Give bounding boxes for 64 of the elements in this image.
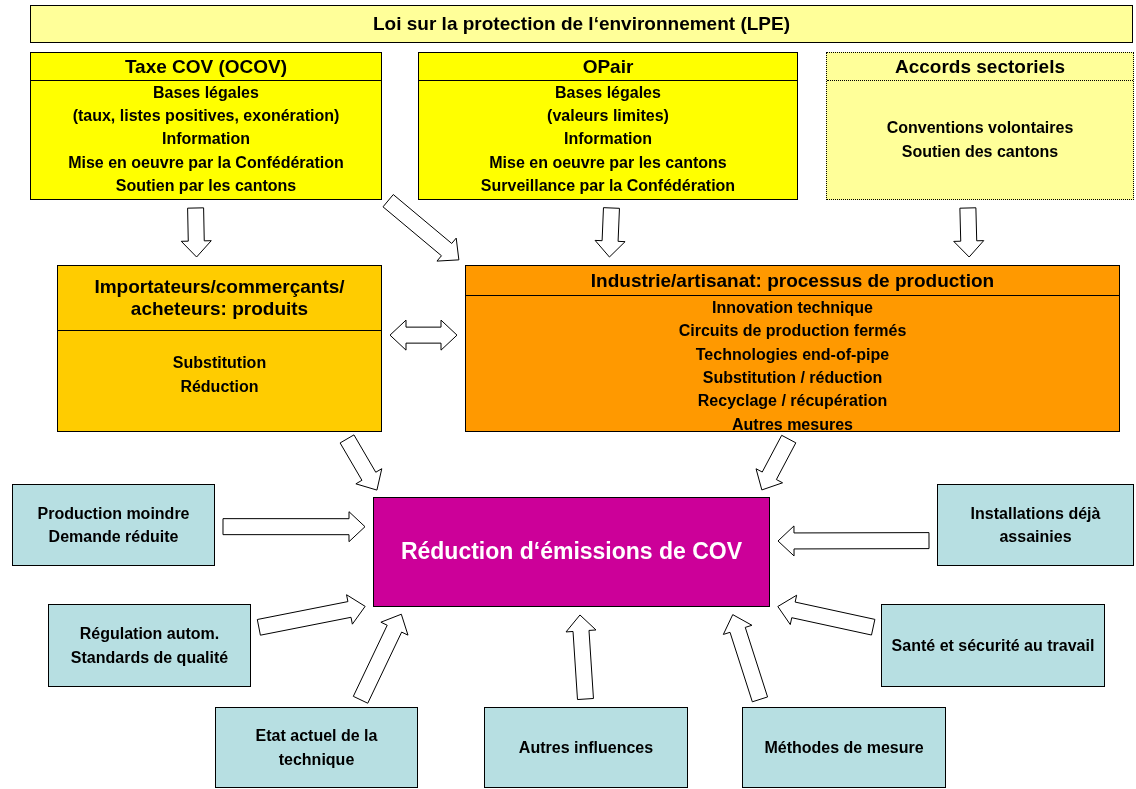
measure-box xyxy=(826,52,1134,200)
measure-box xyxy=(30,52,382,200)
box-heading: Industrie/artisanat: processus de production xyxy=(590,269,995,292)
factor-box xyxy=(12,484,215,566)
banner-title: Loi sur la protection de l‘environnement (LPE) xyxy=(373,12,790,36)
block-arrow xyxy=(222,511,366,543)
block-arrow xyxy=(180,207,212,258)
block-arrow xyxy=(722,614,769,703)
block-arrow xyxy=(777,594,876,636)
box-text: Autres mesures xyxy=(732,414,853,435)
box-text: (valeurs limites) xyxy=(547,106,669,127)
box-text: Mise en oeuvre par les cantons xyxy=(489,152,727,173)
box-text: Soutien par les cantons xyxy=(115,175,297,196)
block-arrow xyxy=(565,614,597,701)
box-text: Demande réduite xyxy=(48,527,179,547)
box-text: Soutien des cantons xyxy=(901,142,1059,162)
factor-box xyxy=(48,604,251,687)
title-banner xyxy=(30,5,1133,43)
box-text: Recyclage / récupération xyxy=(697,391,888,412)
factor-box xyxy=(937,484,1134,566)
box-text: Bases légales xyxy=(555,83,661,103)
box-text: Santé et sécurité au travail xyxy=(891,635,1095,656)
box-heading: Importateurs/commerçants/ acheteurs: produits xyxy=(93,276,346,320)
box-text: Mise en oeuvre par la Confédération xyxy=(68,152,344,173)
box-text: Technologies end-of-pipe xyxy=(695,344,890,365)
box-text: Innovation technique xyxy=(712,298,873,318)
block-arrow xyxy=(382,194,460,262)
box-text: Autres influences xyxy=(518,737,654,758)
box-text: Substitution xyxy=(172,353,267,373)
box-text: Production moindre xyxy=(37,503,190,524)
factor-box xyxy=(215,707,418,788)
box-text: Etat actuel de la technique xyxy=(254,726,379,770)
box-text: Conventions volontaires xyxy=(886,118,1074,138)
box-text: Substitution / réduction xyxy=(702,368,883,389)
measure-box xyxy=(465,265,1120,432)
factor-box xyxy=(742,707,946,788)
measure-box xyxy=(57,265,382,432)
factor-box xyxy=(881,604,1105,687)
box-heading: Taxe COV (OCOV) xyxy=(124,55,288,78)
block-arrow xyxy=(339,434,383,491)
box-text: (taux, listes positives, exonération) xyxy=(72,106,340,127)
box-text: Méthodes de mesure xyxy=(764,737,924,758)
block-arrow xyxy=(777,525,930,557)
measure-box xyxy=(418,52,798,200)
block-arrow xyxy=(256,594,366,636)
factor-box xyxy=(484,707,688,788)
box-text: Information xyxy=(564,129,652,150)
box-text: Circuits de production fermés xyxy=(678,321,907,342)
box-text: Surveillance par la Confédération xyxy=(480,175,736,196)
box-text: Information xyxy=(162,129,250,150)
box-text: Standards de qualité xyxy=(70,647,229,668)
box-text: Réduction xyxy=(180,377,259,397)
block-arrow xyxy=(389,319,458,351)
target-box xyxy=(373,497,770,607)
block-arrow xyxy=(594,207,626,258)
block-arrow xyxy=(352,613,409,704)
box-heading: Accords sectoriels xyxy=(895,55,1065,78)
box-heading: OPair xyxy=(582,55,634,78)
block-arrow xyxy=(953,207,985,258)
block-arrow xyxy=(755,434,797,491)
box-text: Installations déjà assainies xyxy=(969,503,1102,547)
box-title: Réduction d‘émissions de COV xyxy=(400,538,743,566)
box-text: Bases légales xyxy=(153,83,259,103)
box-text: Régulation autom. xyxy=(79,624,220,645)
